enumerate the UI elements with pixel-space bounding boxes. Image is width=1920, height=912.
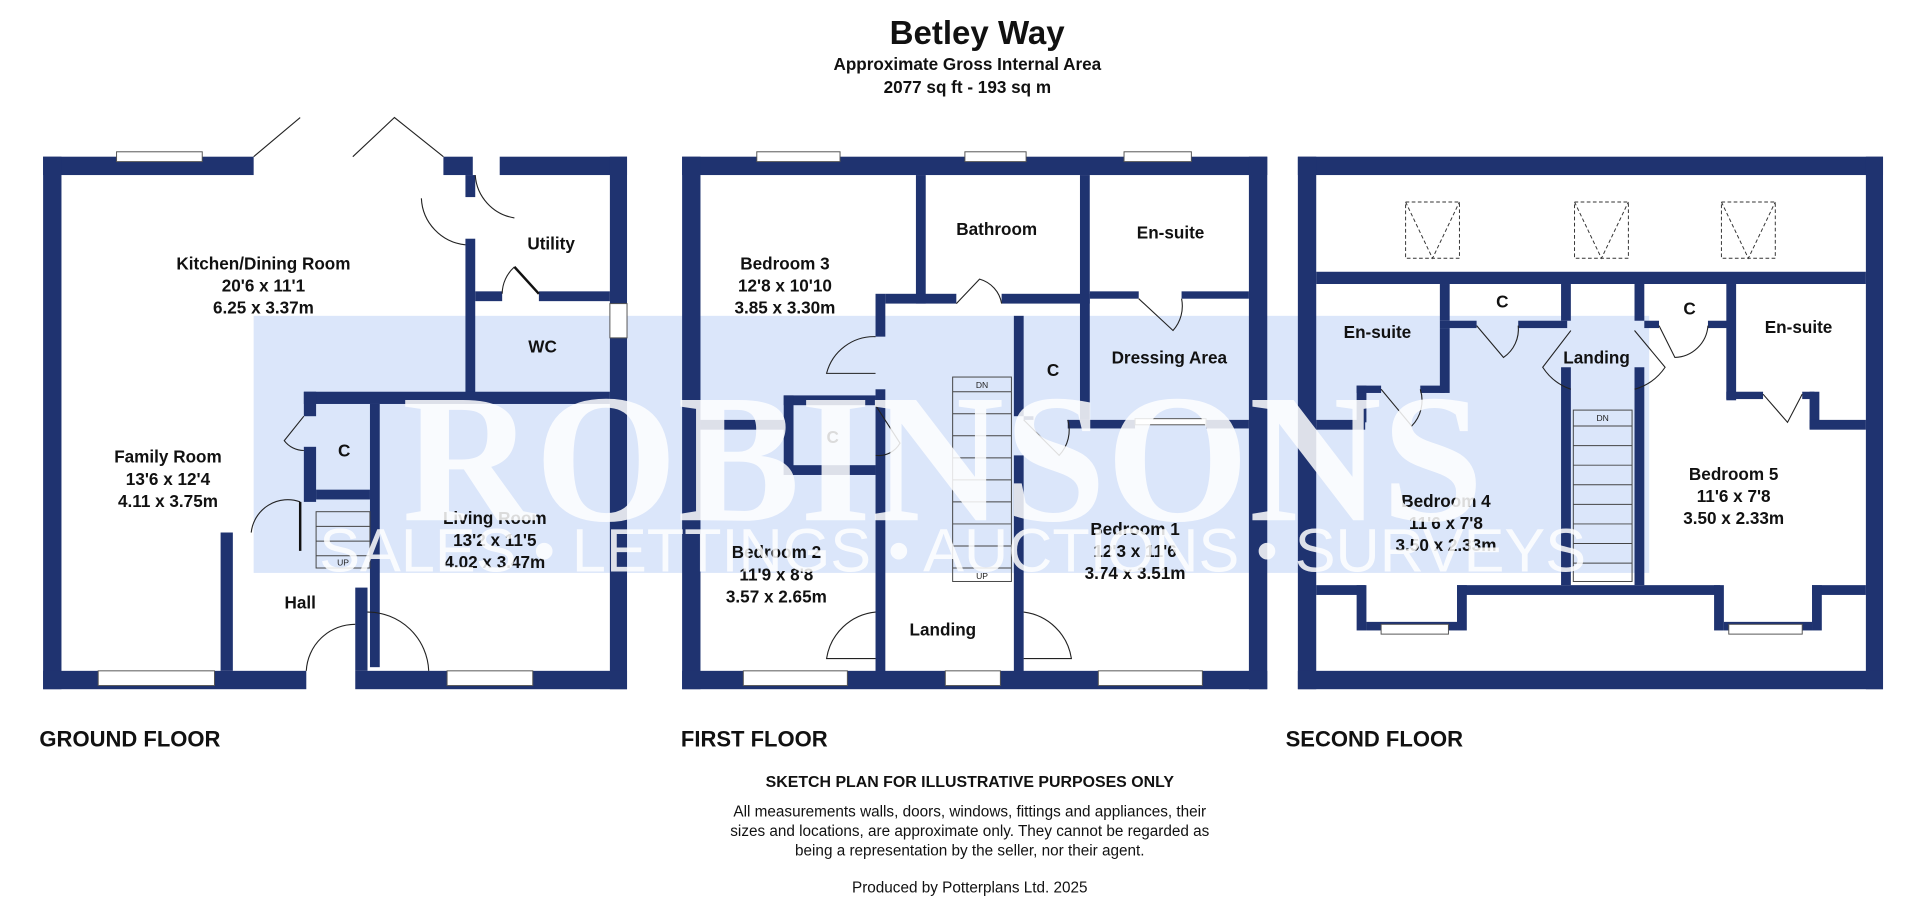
room-imperial: 11'6 x 7'8 bbox=[1409, 513, 1483, 533]
room-name: Family Room bbox=[114, 447, 222, 467]
room-name: Bedroom 1 bbox=[1090, 519, 1180, 539]
room-name: C bbox=[1047, 360, 1059, 380]
stair-up-label: UP bbox=[976, 571, 988, 581]
room-metric: 3.85 x 3.30m bbox=[734, 297, 835, 317]
skylight-icons bbox=[1405, 201, 1776, 260]
ground-floor-plan: UP Kitchen/Dining Room 20'6 x 11'1 6.25 … bbox=[43, 116, 628, 690]
stair-down-label: DN bbox=[976, 380, 988, 390]
ground-floor-label: GROUND FLOOR bbox=[39, 727, 220, 752]
room-name: Utility bbox=[527, 234, 575, 254]
page-subtitle: Approximate Gross Internal Area bbox=[833, 54, 1101, 74]
disclaimer-line: All measurements walls, doors, windows, … bbox=[733, 804, 1206, 821]
second-floor-plan: DN En-suite C Landing C En-suite Bedroom… bbox=[1297, 156, 1884, 690]
room-metric: 3.50 x 2.33m bbox=[1683, 508, 1784, 528]
watermark-background bbox=[253, 315, 1650, 573]
room-imperial: 13'6 x 12'4 bbox=[126, 469, 211, 489]
first-floor-plan: DN UP Bedroom 3 12'8 x 10'10 3.85 x 3.30… bbox=[682, 151, 1268, 690]
room-name: C bbox=[826, 427, 838, 447]
room-name: Bathroom bbox=[956, 219, 1037, 239]
room-imperial: 13'2 x 11'5 bbox=[453, 530, 537, 550]
gross-area: 2077 sq ft - 193 sq m bbox=[884, 77, 1052, 97]
room-name: Landing bbox=[1563, 348, 1630, 368]
room-metric: 4.02 x 3.47m bbox=[444, 552, 545, 572]
room-metric: 3.74 x 3.51m bbox=[1085, 563, 1186, 583]
room-metric: 3.57 x 2.65m bbox=[726, 586, 827, 606]
disclaimer-line: sizes and locations, are approximate onl… bbox=[730, 823, 1209, 840]
room-imperial: 12'3 x 11'6 bbox=[1093, 541, 1176, 561]
ground-stairs: UP bbox=[315, 511, 371, 569]
room-name: En-suite bbox=[1765, 317, 1833, 337]
room-imperial: 11'6 x 7'8 bbox=[1697, 486, 1771, 506]
room-metric: 4.11 x 3.75m bbox=[118, 491, 218, 511]
room-name: C bbox=[1683, 299, 1695, 319]
room-name: Bedroom 2 bbox=[732, 542, 821, 562]
room-name: En-suite bbox=[1137, 223, 1205, 243]
second-stairs: DN bbox=[1572, 409, 1633, 582]
watermark-brand: ROBINSONS bbox=[402, 356, 1484, 560]
room-name: Living Room bbox=[443, 508, 547, 528]
room-name: Bedroom 4 bbox=[1401, 491, 1491, 511]
disclaimer-line: being a representation by the seller, no… bbox=[795, 843, 1145, 860]
room-metric: 6.25 x 3.37m bbox=[213, 297, 314, 317]
second-floor-label: SECOND FLOOR bbox=[1286, 727, 1463, 752]
page-title: Betley Way bbox=[890, 15, 1066, 52]
stair-up-label: UP bbox=[337, 558, 349, 568]
stair-down-label: DN bbox=[1597, 413, 1609, 423]
room-name: Hall bbox=[284, 592, 315, 612]
room-name: Bedroom 5 bbox=[1689, 464, 1779, 484]
room-imperial: 20'6 x 11'1 bbox=[222, 275, 306, 295]
credit: Produced by Potterplans Ltd. 2025 bbox=[852, 879, 1088, 896]
room-imperial: 12'8 x 10'10 bbox=[738, 275, 832, 295]
room-name: C bbox=[338, 441, 350, 461]
room-imperial: 11'9 x 8'8 bbox=[739, 564, 813, 584]
disclaimer-heading: SKETCH PLAN FOR ILLUSTRATIVE PURPOSES ON… bbox=[766, 774, 1175, 791]
room-name: C bbox=[1496, 291, 1508, 311]
room-name: Kitchen/Dining Room bbox=[176, 253, 350, 273]
room-name: Bedroom 3 bbox=[740, 253, 829, 273]
watermark-tagline: SALES • LETTINGS • AUCTIONS • SURVEYS bbox=[319, 517, 1586, 585]
room-name: Dressing Area bbox=[1112, 348, 1228, 368]
room-name: WC bbox=[528, 337, 557, 357]
first-floor-label: FIRST FLOOR bbox=[681, 727, 828, 752]
room-name: En-suite bbox=[1344, 322, 1412, 342]
room-name: Landing bbox=[910, 619, 977, 639]
first-stairs: DN UP bbox=[952, 376, 1012, 582]
room-metric: 3.50 x 2.33m bbox=[1396, 535, 1497, 555]
